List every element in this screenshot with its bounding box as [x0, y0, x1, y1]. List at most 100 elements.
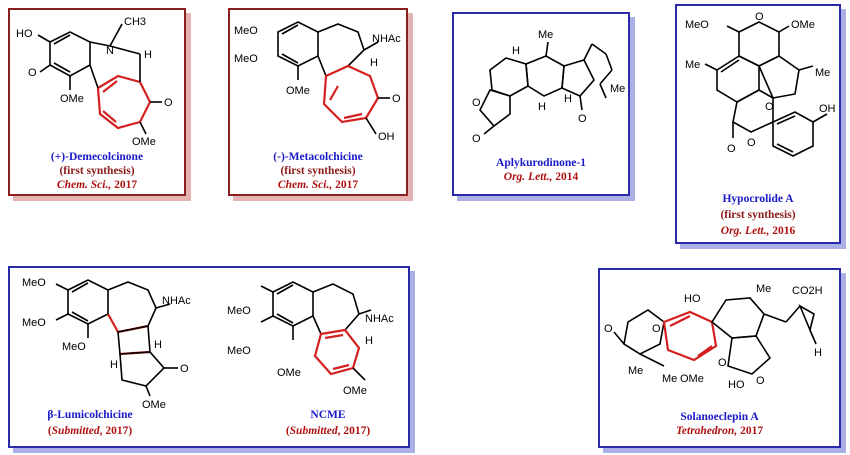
- compound-note: (first synthesis): [720, 209, 796, 221]
- metacolchicine-structure: MeO MeO OMe NHAc H O OH: [234, 21, 401, 143]
- atom-nhac: NHAc: [372, 33, 401, 45]
- atom-o3: O: [578, 113, 587, 125]
- year: 2017: [343, 425, 367, 437]
- atom-h1: H: [110, 359, 118, 371]
- atom-o4: O: [747, 137, 756, 149]
- compound-ref: Org. Lett., 2016: [720, 225, 796, 237]
- compound-ref: Tetrahedron, 2017: [675, 425, 764, 437]
- atom-ho: HO: [684, 293, 701, 305]
- atom-me1: Me: [685, 59, 700, 71]
- atom-methyl: CH3: [124, 16, 146, 28]
- compound-name-ncme: NCME: [310, 409, 346, 421]
- compound-ref: Chem. Sci., 2017: [277, 179, 359, 191]
- atom-o3: O: [718, 357, 727, 369]
- atom-o1: O: [472, 97, 481, 109]
- card-solanoeclepin: HO Me CO2H H O O Me Me OMe O HO O Solano…: [598, 268, 841, 448]
- atom-o2: O: [164, 97, 173, 109]
- atom-h3: H: [564, 93, 572, 105]
- atom-ome: OMe: [277, 367, 301, 379]
- atom-o2: O: [765, 101, 774, 113]
- card-aplykurodinone: H H H O O O Me Me Aplykurodinone-1 Org. …: [452, 12, 630, 196]
- compound-ref: Chem. Sci., 2017: [56, 179, 138, 191]
- atom-me2: Me: [628, 365, 643, 377]
- compound-status-ncme: (Submitted, 2017): [285, 425, 371, 437]
- atom-ome2: OMe: [132, 136, 156, 148]
- atom-h1: H: [512, 45, 520, 57]
- atom-h: H: [370, 57, 378, 69]
- journal: Org. Lett.: [503, 171, 550, 183]
- atom-co2h: CO2H: [792, 285, 823, 297]
- atom-meo1: MeO: [234, 25, 258, 37]
- atom-nhac: NHAc: [365, 313, 394, 325]
- compound-ref: Org. Lett., 2014: [503, 171, 579, 183]
- atom-ome: OMe: [60, 93, 84, 105]
- journal: Chem. Sci.: [277, 179, 330, 191]
- atom-ome2: OMe: [343, 385, 367, 397]
- demecolcinone-structure: HO CH3 N H O OMe O OMe: [16, 16, 173, 148]
- aplykurodinone-structure: H H H O O O Me Me: [472, 29, 625, 145]
- hypocrolide-structure: MeO O OMe Me Me O O O OH: [685, 11, 836, 157]
- atom-oh: OH: [819, 103, 836, 115]
- card-demecolcinone: HO CH3 N H O OMe O OMe (+)-Demecolcinone…: [8, 8, 186, 196]
- atom-o1: O: [604, 323, 613, 335]
- atom-oh: OH: [378, 131, 395, 143]
- atom-me2: Me: [610, 83, 625, 95]
- year: 2017: [335, 179, 359, 191]
- compound-note: (first synthesis): [59, 165, 135, 177]
- atom-ome: OMe: [286, 85, 310, 97]
- atom-o4: O: [756, 375, 765, 387]
- atom-n: N: [106, 45, 114, 57]
- atom-o2: O: [472, 133, 481, 145]
- atom-h: H: [814, 347, 822, 359]
- atom-h: H: [144, 49, 152, 61]
- compound-name: (-)-Metacolchicine: [273, 151, 363, 163]
- atom-meo2: MeO: [234, 53, 258, 65]
- atom-o1: O: [28, 67, 37, 79]
- atom-meo2: MeO: [22, 317, 46, 329]
- atom-h2: H: [154, 339, 162, 351]
- atom-ho: HO: [16, 28, 33, 40]
- compound-status-lumicolchicine: (Submitted, 2017): [47, 425, 133, 437]
- status: Submitted: [51, 425, 100, 437]
- atom-nhac: NHAc: [162, 295, 191, 307]
- compound-name: Hypocrolide A: [722, 193, 794, 205]
- atom-ome: OMe: [791, 19, 815, 31]
- atom-ome: OMe: [142, 399, 166, 408]
- atom-me2: Me: [815, 67, 830, 79]
- atom-o: O: [755, 11, 764, 23]
- journal: Chem. Sci.: [56, 179, 109, 191]
- atom-me3: Me: [662, 373, 677, 385]
- card-metacolchicine: MeO MeO OMe NHAc H O OH (-)-Metacolchici…: [228, 8, 408, 196]
- atom-meo: MeO: [685, 19, 709, 31]
- year: 2016: [772, 225, 796, 237]
- atom-meo1: MeO: [227, 305, 251, 317]
- atom-o2: O: [652, 323, 661, 335]
- status: Submitted: [289, 425, 338, 437]
- atom-h: H: [365, 335, 373, 347]
- year: 2017: [740, 425, 764, 437]
- atom-o: O: [180, 363, 189, 375]
- atom-meo2: MeO: [227, 345, 251, 357]
- compound-note: (first synthesis): [280, 165, 356, 177]
- atom-ho2: HO: [728, 379, 745, 391]
- ncme-structure: MeO MeO OMe NHAc H OMe: [227, 281, 394, 397]
- year: 2017: [105, 425, 129, 437]
- lumicolchicine-structure: MeO MeO MeO NHAc H H O OMe: [22, 277, 191, 408]
- journal: Tetrahedron: [675, 425, 735, 437]
- solanoeclepin-structure: HO Me CO2H H O O Me Me OMe O HO O: [604, 283, 823, 391]
- compound-name: (+)-Demecolcinone: [50, 151, 144, 163]
- compound-name: Aplykurodinone-1: [496, 157, 586, 169]
- atom-h2: H: [538, 101, 546, 113]
- compound-name-lumicolchicine: β-Lumicolchicine: [47, 409, 133, 421]
- atom-meo1: MeO: [22, 277, 46, 289]
- journal: Org. Lett.: [720, 225, 767, 237]
- atom-ome: OMe: [680, 373, 704, 385]
- year: 2014: [555, 171, 579, 183]
- atom-o3: O: [727, 143, 736, 155]
- atom-me1: Me: [538, 29, 553, 41]
- atom-me1: Me: [756, 283, 771, 295]
- year: 2017: [114, 179, 138, 191]
- atom-o: O: [392, 93, 401, 105]
- atom-meo3: MeO: [62, 341, 86, 353]
- compound-name: Solanoeclepin A: [680, 411, 759, 423]
